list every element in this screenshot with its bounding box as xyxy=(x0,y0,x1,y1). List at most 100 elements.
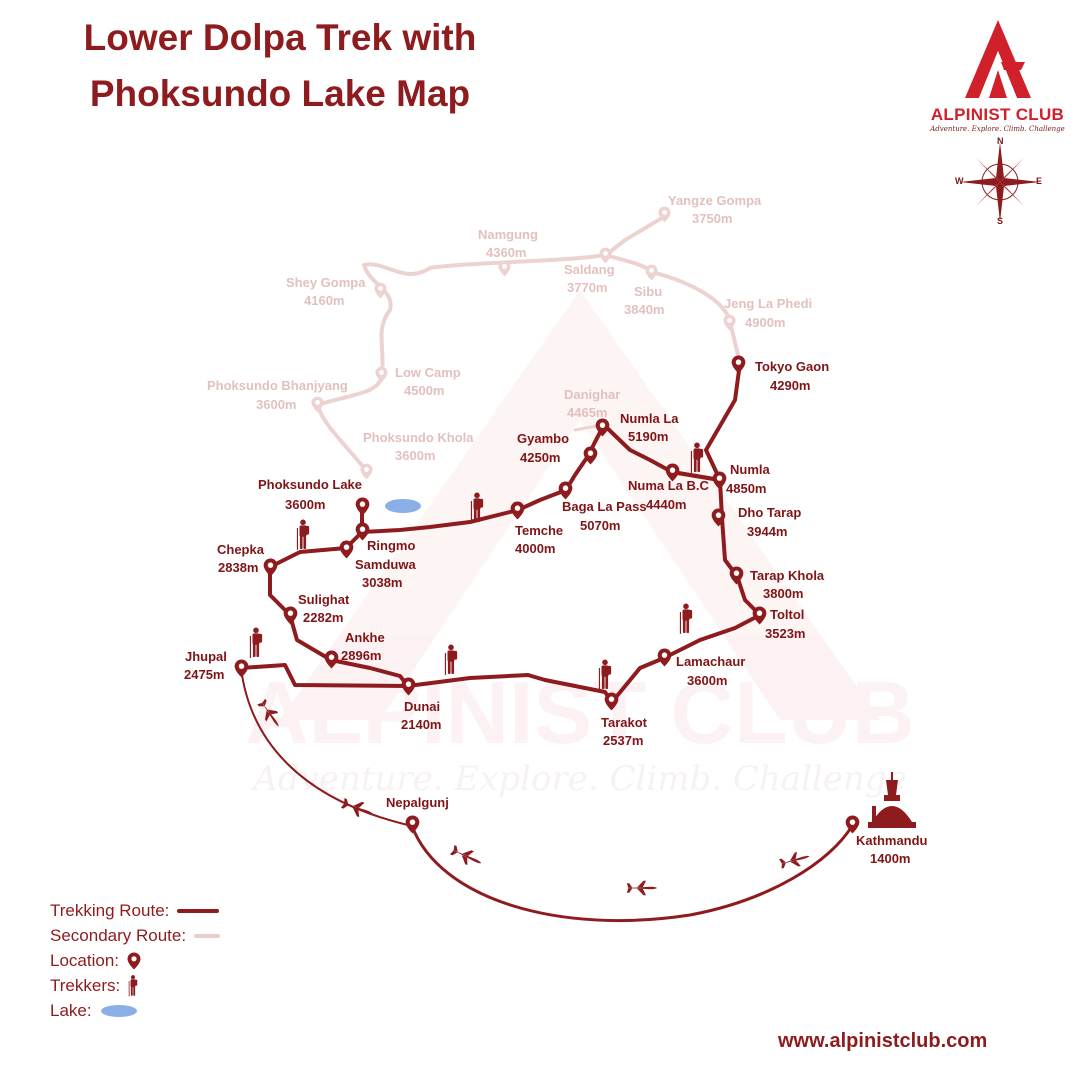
location-name: Ankhe xyxy=(345,630,385,645)
trekker-icon xyxy=(249,627,263,658)
trekker-icon xyxy=(128,974,138,996)
location-pin-icon xyxy=(558,481,573,500)
brand-logo: ALPINIST CLUB Adventure. Explore. Climb.… xyxy=(925,18,1070,138)
location-altitude: 3600m xyxy=(256,397,296,412)
location-name: Ringmo xyxy=(367,538,415,553)
watermark-tagline: Adventure. Explore. Climb. Challenge xyxy=(250,759,906,799)
compass-icon xyxy=(960,142,1040,222)
secondary-route-spur xyxy=(604,216,664,257)
location-pin-icon xyxy=(375,366,388,383)
secondary-route-swatch xyxy=(194,933,221,938)
location-name: Lamachaur xyxy=(676,654,745,669)
location-altitude: 4465m xyxy=(567,405,607,420)
location-altitude: 4160m xyxy=(304,293,344,308)
phoksundo-lake-icon xyxy=(385,499,421,513)
location-name: Dho Tarap xyxy=(738,505,801,520)
location-altitude: 2896m xyxy=(341,648,381,663)
location-name: Shey Gompa xyxy=(286,275,366,290)
location-pin-icon xyxy=(723,314,736,331)
plane-icon xyxy=(626,880,657,896)
compass-west: W xyxy=(955,176,964,186)
flight-route-line xyxy=(240,667,413,827)
location-altitude: 3600m xyxy=(395,448,435,463)
location-pin-icon xyxy=(731,355,746,374)
watermark: ALPINIST CLUB Adventure. Explore. Climb.… xyxy=(245,290,915,799)
location-altitude: 3523m xyxy=(765,626,805,641)
location-pin-icon xyxy=(360,463,373,480)
location-name: Tarap Khola xyxy=(750,568,825,583)
location-altitude: 2140m xyxy=(401,717,441,732)
location-name: Danighar xyxy=(564,387,620,402)
location-name: Numla xyxy=(730,462,771,477)
legend-label: Trekking Route: xyxy=(50,901,170,920)
location-name: Yangze Gompa xyxy=(668,193,762,208)
location-name: Phoksundo Bhanjyang xyxy=(207,378,348,393)
compass-north: N xyxy=(997,136,1004,146)
location-name: Kathmandu xyxy=(856,833,928,848)
plane-icon xyxy=(448,842,485,871)
location-altitude: 5070m xyxy=(580,518,620,533)
legend-label: Secondary Route: xyxy=(50,926,187,945)
location-altitude: 3840m xyxy=(624,302,664,317)
location-name: Low Camp xyxy=(395,365,461,380)
map-legend: Trekking Route: Secondary Route: Locatio… xyxy=(50,898,221,1023)
location-altitude: 3600m xyxy=(285,497,325,512)
brand-tagline: Adventure. Explore. Climb. Challenge xyxy=(930,125,1065,133)
plane-icon xyxy=(778,849,812,871)
location-name: Temche xyxy=(515,523,563,538)
location-name: Numla La xyxy=(620,411,679,426)
location-pin-icon xyxy=(355,497,370,516)
location-pin-icon xyxy=(263,558,278,577)
location-altitude: 4290m xyxy=(770,378,810,393)
watermark-brand: ALPINIST CLUB xyxy=(245,663,915,762)
legend-location: Location: xyxy=(50,948,220,973)
legend-trekkers: Trekkers: xyxy=(50,973,220,998)
numla-link xyxy=(671,470,721,482)
trekking-route-swatch xyxy=(177,908,220,913)
legend-lake: Lake: xyxy=(50,998,220,1023)
location-name: Chepka xyxy=(217,542,265,557)
location-name: Sibu xyxy=(634,284,662,299)
secondary-labels: Yangze Gompa 3750m Namgung 4360m Saldang… xyxy=(207,193,812,463)
location-altitude: 4440m xyxy=(646,497,686,512)
secondary-route-line xyxy=(316,253,742,472)
location-altitude: 4500m xyxy=(404,383,444,398)
trekker-icon xyxy=(296,519,310,550)
location-name: Tarakot xyxy=(601,715,648,730)
location-altitude: 3800m xyxy=(763,586,803,601)
compass-east: E xyxy=(1036,176,1043,186)
location-altitude: 2475m xyxy=(184,667,224,682)
location-pin-icon xyxy=(283,606,298,625)
trekker-icon xyxy=(679,603,693,634)
location-name: Tokyo Gaon xyxy=(755,359,829,374)
compass-south: S xyxy=(997,216,1004,226)
location-name: Nepalgunj xyxy=(386,795,449,810)
location-pin-icon xyxy=(405,815,420,834)
location-name: Phoksundo Khola xyxy=(363,430,474,445)
watermark-mountain-icon xyxy=(280,290,880,720)
location-name: Samduwa xyxy=(355,557,416,572)
location-pin-icon xyxy=(339,540,354,559)
legend-label: Trekkers: xyxy=(50,976,121,995)
location-altitude: 4900m xyxy=(745,315,785,330)
location-altitude: 3600m xyxy=(687,673,727,688)
location-pin-icon xyxy=(498,260,511,277)
location-name: Numa La B.C xyxy=(628,478,710,493)
brand-name: ALPINIST CLUB xyxy=(930,105,1065,124)
map-title: Lower Dolpa Trek with Phoksundo Lake Map xyxy=(30,10,530,122)
location-name: Jeng La Phedi xyxy=(724,296,812,311)
kathmandu-stupa-icon xyxy=(868,772,916,828)
location-altitude: 4850m xyxy=(726,481,766,496)
location-altitude: 3770m xyxy=(567,280,607,295)
location-pin-icon xyxy=(311,396,324,413)
main-labels: Tokyo Gaon 4290m Numla La 5190m Gyambo 4… xyxy=(184,359,928,866)
location-name: Phoksundo Lake xyxy=(258,477,362,492)
legend-label: Location: xyxy=(50,951,119,970)
location-pin-icon xyxy=(127,952,141,969)
location-name: Toltol xyxy=(770,607,804,622)
flight-route-line-2 xyxy=(410,825,854,922)
location-name: Sulighat xyxy=(298,592,350,607)
website-link[interactable]: www.alpinistclub.com xyxy=(778,1030,988,1052)
plane-icon xyxy=(340,795,376,822)
